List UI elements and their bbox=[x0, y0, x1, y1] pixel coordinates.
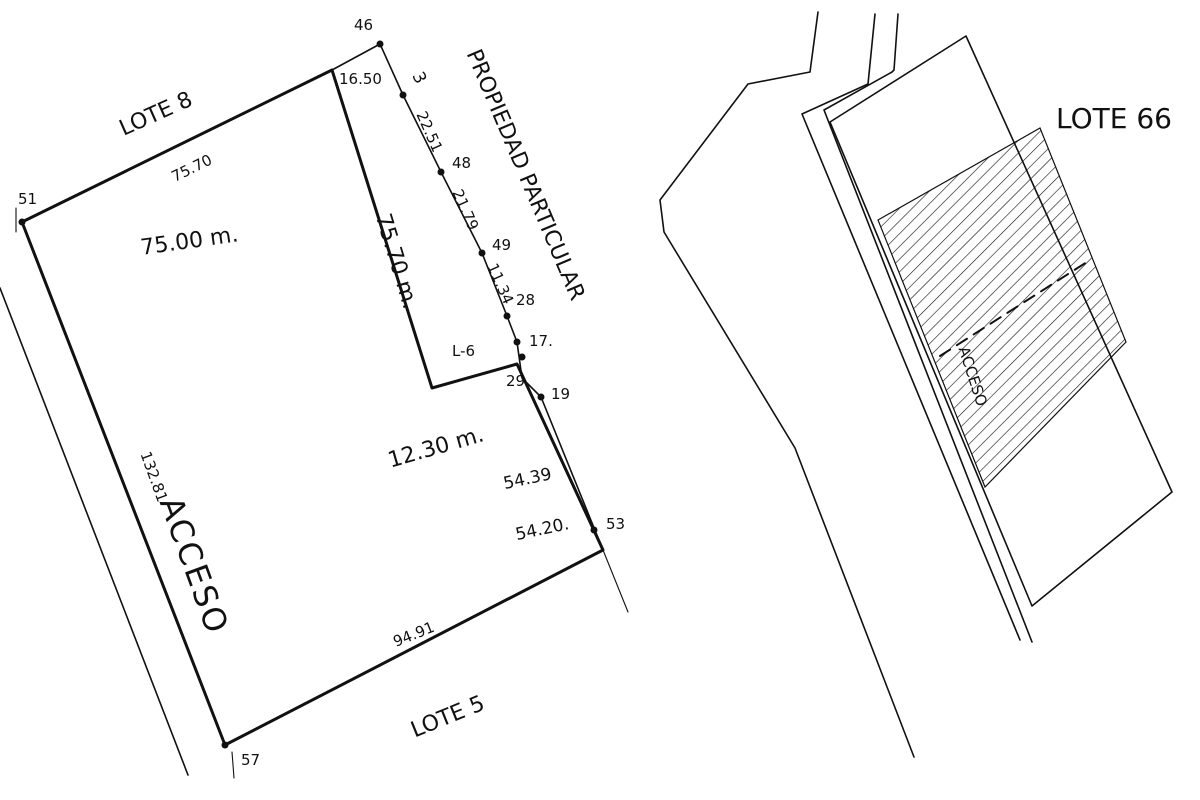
vertex-label-48: 48 bbox=[452, 154, 471, 172]
measure-75-70-top: 75.70 bbox=[169, 151, 215, 186]
label-lote-66: LOTE 66 bbox=[1056, 102, 1172, 135]
vertex-point-51 bbox=[18, 218, 26, 226]
tick-57 bbox=[231, 751, 235, 779]
dashed-division-line bbox=[939, 259, 1091, 357]
measure-75-70-inner: 75.70 m. bbox=[370, 211, 423, 312]
label-l6: L-6 bbox=[452, 342, 475, 360]
vertex-label-29: 29 bbox=[506, 372, 525, 390]
vertex-label-46: 46 bbox=[354, 16, 373, 34]
vertex-label-49: 49 bbox=[492, 236, 511, 254]
vertex-point-53 bbox=[590, 526, 598, 534]
vertex-point-48 bbox=[437, 168, 445, 176]
measure-54-39: 54.39 bbox=[502, 464, 554, 494]
measure-21-79: 21.79 bbox=[448, 186, 482, 233]
measure-22-51: 22.51 bbox=[412, 108, 446, 155]
measure-94-91: 94.91 bbox=[390, 618, 437, 651]
vertex-label-17: 17. bbox=[529, 332, 553, 350]
vertex-point-3 bbox=[399, 91, 407, 99]
outer-boundary bbox=[659, 11, 915, 758]
vertex-point-49 bbox=[478, 249, 486, 257]
measure-16-50: 16.50 bbox=[339, 70, 382, 88]
vertex-point-46 bbox=[376, 40, 384, 48]
label-acceso-left: ACCESO bbox=[152, 491, 237, 639]
vertex-point-17 bbox=[513, 338, 521, 346]
vertex-label-51: 51 bbox=[18, 190, 37, 208]
acceso-strip-outer bbox=[801, 13, 1021, 641]
label-lote-8: LOTE 8 bbox=[116, 87, 197, 141]
vertex-point-28 bbox=[503, 312, 511, 320]
label-lote-5: LOTE 5 bbox=[408, 691, 489, 743]
vertex-label-28: 28 bbox=[516, 291, 535, 309]
lote-66-boundary bbox=[829, 35, 1173, 607]
right-plan: LOTE 66 ACCESO bbox=[659, 11, 1173, 758]
acceso-strip-inner bbox=[823, 13, 1033, 643]
label-propiedad-particular: PROPIEDAD PARTICULAR bbox=[461, 46, 590, 304]
measure-12-30: 12.30 m. bbox=[385, 422, 486, 473]
hatched-lot-fill bbox=[877, 127, 1127, 489]
neighbor-edge-top bbox=[331, 43, 381, 71]
vertex-label-19: 19 bbox=[551, 385, 570, 403]
vertex-point-57 bbox=[221, 741, 229, 749]
left-plan: 46 3 48 49 28 17. 29 19 53 51 57 16.50 2… bbox=[0, 16, 629, 779]
measure-11-34: 11.34 bbox=[483, 260, 517, 307]
extension-line-east bbox=[602, 549, 629, 613]
measure-75-00: 75.00 m. bbox=[139, 222, 240, 260]
measure-54-20: 54.20. bbox=[514, 514, 571, 545]
measure-132-81: 132.81 bbox=[136, 449, 171, 504]
vertex-label-57: 57 bbox=[241, 751, 260, 769]
vertex-point-29 bbox=[518, 353, 526, 361]
vertex-label-3: 3 bbox=[407, 69, 430, 87]
vertex-label-53: 53 bbox=[606, 515, 625, 533]
acceso-road-line bbox=[0, 287, 189, 776]
vertex-point-19 bbox=[537, 393, 545, 401]
